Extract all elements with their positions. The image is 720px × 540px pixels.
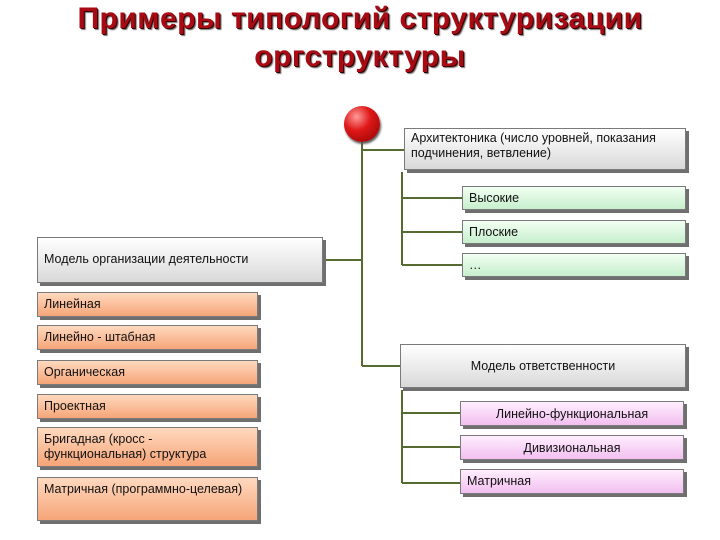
architectonics-item-vysokie: Высокие [462, 186, 686, 210]
title-line-2: оргструктуры [254, 40, 466, 73]
activity-item-matrichnaya: Матричная (программно-целевая) [37, 477, 258, 521]
architectonics-item-ploskie: Плоские [462, 220, 686, 244]
activity-item-lineinaya: Линейная [37, 292, 258, 317]
responsibility-item-divizionalnaya: Дивизиональная [460, 435, 684, 460]
responsibility-item-matrichnaya: Матричная [460, 469, 684, 494]
activity-item-organicheskaya: Органическая [37, 360, 258, 385]
root-node-ball [344, 106, 380, 142]
activity-model-header: Модель организации деятельности [37, 237, 323, 283]
activity-item-brigadnaya: Бригадная (кросс - функциональная) струк… [37, 427, 258, 467]
responsibility-model-header: Модель ответственности [400, 344, 686, 388]
activity-item-lineino-shtabnaya: Линейно - штабная [37, 325, 258, 350]
activity-item-proektnaya: Проектная [37, 394, 258, 419]
architectonics-item-ellipsis: … [462, 253, 686, 277]
title-line-1: Примеры типологий структуризации [77, 2, 643, 35]
responsibility-item-lineino-funktsionalnaya: Линейно-функциональная [460, 401, 684, 426]
architectonics-header: Архитектоника (число уровней, показания … [404, 128, 686, 170]
